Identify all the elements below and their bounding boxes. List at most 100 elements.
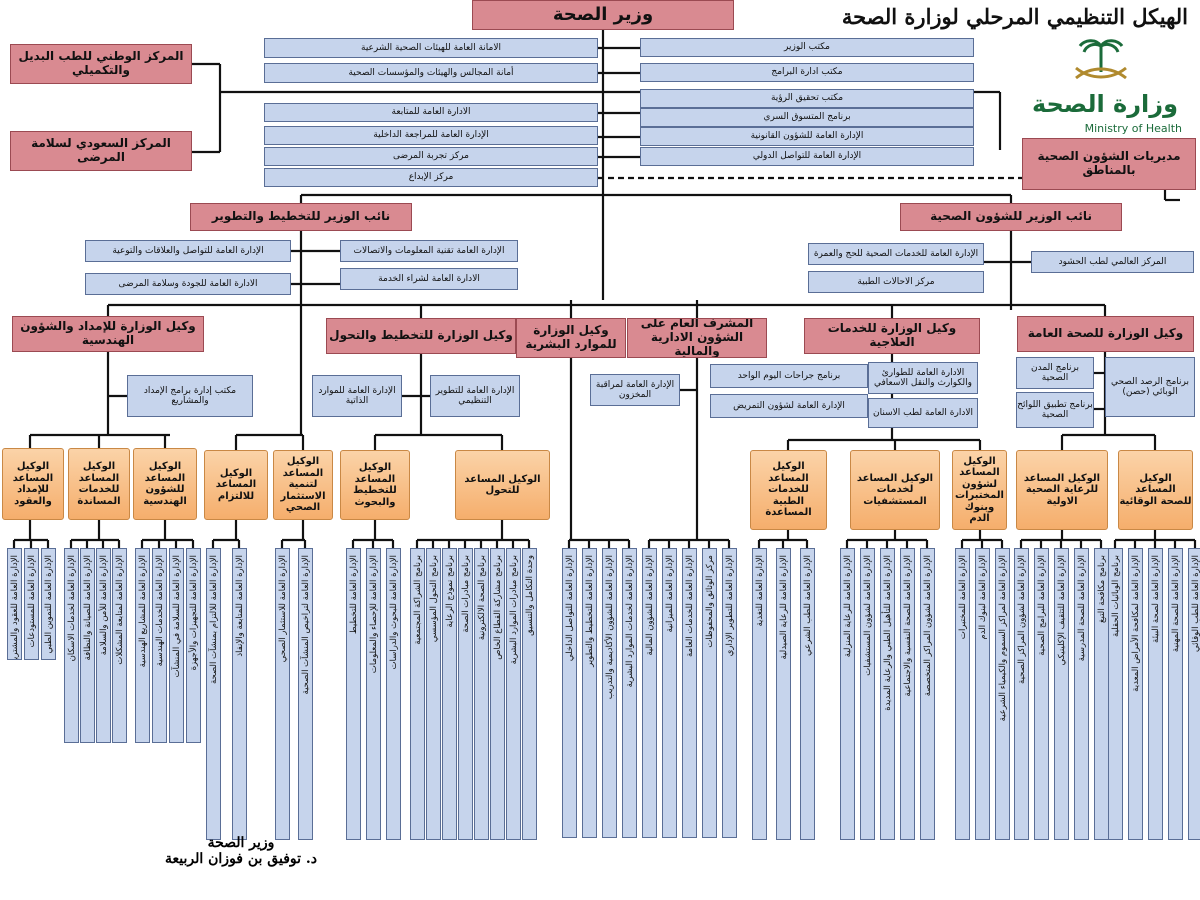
department-column: برنامج الصحة الالكترونية <box>474 548 489 840</box>
department-column: الإدارة العامة للعقود والمشتريات <box>7 548 22 660</box>
it-admin-box: الإدارة العامة تقنية المعلومات والاتصالا… <box>340 240 518 262</box>
department-column: الإدارة العامة للرعاية الصيدلية <box>776 548 791 840</box>
department-label: الإدارة العامة للرعاية الصيدلية <box>778 555 789 660</box>
department-label: الإدارة العامة لشؤون المراكز الصحية <box>1016 555 1027 684</box>
epidemic-monitoring-program-box: برنامج الرصد الصحي الوبائي (حصن) <box>1105 357 1195 417</box>
department-label: الإدارة العامة للشؤون المالية <box>644 555 655 656</box>
department-label: الإدارة العامة للاستثمار الصحي <box>277 555 288 663</box>
one-day-surgery-program-box: برنامج جراحات اليوم الواحد <box>710 364 868 388</box>
department-label: الإدارة العامة للأمن والسلامة <box>98 555 109 656</box>
self-resources-admin-box: الإدارة العامة للموارد الذاتية <box>312 375 402 417</box>
department-column: الإدارة العامة للخدمات الهندسية <box>152 548 167 743</box>
vice-hr-box: وكيل الوزارة للموارد البشرية <box>516 318 626 358</box>
upper-right-admin-box: مكتب الوزير <box>640 38 974 57</box>
department-column: الإدارة العامة للمستودعات <box>24 548 39 660</box>
department-column: الإدارة العامة للشؤون الأكاديمية والتدري… <box>602 548 617 838</box>
department-column: الإدارة العامة لشؤون المراكز المتخصصة <box>920 548 935 840</box>
palm-swords-emblem-icon <box>1075 39 1127 80</box>
vice-public-box: وكيل الوزارة للصحة العامة <box>1017 316 1194 352</box>
department-column: الإدارة العامة للتثقيف الإكلينيكي <box>1054 548 1069 840</box>
department-label: الإدارة العامة للصحة النفسية والاجتماعية <box>902 555 913 697</box>
department-column: الإدارة العامة لصحة البيئة <box>1148 548 1163 840</box>
department-label: الإدارة العامة للتموين الطبي <box>43 555 54 654</box>
department-label: الإدارة العامة للمختبرات <box>957 555 968 640</box>
deputy-planning-box: نائب الوزير للتخطيط والتطوير <box>190 203 412 231</box>
department-label: الإدارة العامة للرعاية المنزلية <box>842 555 853 658</box>
supply-programs-office-box: مكتب إدارة برامج الإمداد والمشاريع <box>127 375 253 417</box>
department-column: الإدارة العامة لمكافحة الأمراض المعدية <box>1128 548 1143 840</box>
upper-right-admin-box: برنامج المتسوق السري <box>640 108 974 127</box>
department-column: الإدارة العامة للتواصل الداخلي <box>562 548 577 838</box>
department-label: الإدارة العامة للمتابعة والإنفاذ <box>234 555 245 657</box>
upper-right-admin-box: الإدارة العامة للتواصل الدولي <box>640 147 974 166</box>
assistant-deputy-box: الوكيل المساعد لتنمية الاستثمار الصحي <box>273 450 333 520</box>
department-label: الإدارة العامة لمراكز السموم والكيمياء ا… <box>997 555 1008 722</box>
department-label: الإدارة العامة للتأهيل الطبي والرعاية ال… <box>882 555 893 711</box>
department-label: الإدارة العامة للصيانة والنظافة <box>82 555 93 661</box>
assistant-deputy-box: الوكيل المساعد لخدمات المستشفيات <box>850 450 940 530</box>
inventory-control-admin-box: الإدارة العامة لمراقبة المخزون <box>590 374 680 406</box>
department-label: الإدارة العامة للصحة المهنية <box>1170 555 1181 653</box>
hajj-services-admin-box: الإدارة العامة للخدمات الصحية للحج والعم… <box>808 243 984 265</box>
department-column: الإدارة العامة للخدمات العامة <box>682 548 697 838</box>
department-label: الإدارة العامة للسلامة في المنشآت <box>171 555 182 678</box>
signature-name: د. توفيق بن فوزان الربيعة <box>165 851 317 867</box>
department-label: الإدارة العامة للمشاريع الهندسية <box>137 555 148 668</box>
upper-left-admin-box: مركز تجربة المرضى <box>264 147 598 166</box>
assistant-deputy-box: الوكيل المساعد للالتزام <box>204 450 268 520</box>
department-label: برنامج الوبائيات الحقلية <box>1110 555 1121 637</box>
department-column: وحدة التكامل والتنسيق <box>522 548 537 840</box>
signature: وزير الصحة د. توفيق بن فوزان الربيعة <box>165 835 317 867</box>
department-label: الإدارة العامة لشؤون المراكز المتخصصة <box>922 555 933 697</box>
department-label: برنامج مشاركة القطاع الخاص <box>492 555 503 660</box>
ministry-logo: وزارة الصحة Ministry of Health <box>1011 38 1186 138</box>
department-column: الإدارة العامة للتخطيط <box>346 548 361 840</box>
department-column: الإدارة العامة للصيانة والنظافة <box>80 548 95 743</box>
department-label: الإدارة العامة لصحة البيئة <box>1150 555 1161 643</box>
chart-title: الهيكل التنظيمي المرحلي لوزارة الصحة <box>841 4 1188 29</box>
department-column: الإدارة العامة للتغذية <box>752 548 767 840</box>
department-label: الإدارة العامة للصحة المدرسية <box>1076 555 1087 662</box>
department-column: الإدارة العامة لخدمات الموارد البشرية <box>622 548 637 838</box>
department-label: الإدارة العامة للميزانية <box>664 555 675 633</box>
department-column: الإدارة العامة للبرامج الصحية <box>1034 548 1049 840</box>
upper-left-admin-box: الامانة العامة للهيئات الصحية الشرعية <box>264 38 598 58</box>
regional-directorates-box: مديريات الشؤون الصحية بالمناطق <box>1022 138 1196 190</box>
department-column: الإدارة العامة للأمن والسلامة <box>96 548 111 743</box>
assistant-deputy-box: الوكيل المساعد للتخطيط والبحوث <box>340 450 410 520</box>
department-label: الإدارة العامة لمكافحة الأمراض المعدية <box>1130 555 1141 692</box>
upper-left-admin-box: أمانة المجالس والهيئات والمؤسسات الصحية <box>264 63 598 83</box>
assistant-deputy-box: الوكيل المساعد للشؤون الهندسية <box>133 448 197 520</box>
department-column: الإدارة العامة للميزانية <box>662 548 677 838</box>
department-column: الإدارة العامة لمتابعة المشكلات <box>112 548 127 743</box>
assistant-deputy-box: الوكيل المساعد للإمداد والعقود <box>2 448 64 520</box>
signature-title: وزير الصحة <box>207 835 275 851</box>
department-column: الإدارة العامة للرعاية المنزلية <box>840 548 855 840</box>
department-label: الإدارة العامة للبحوث والدراسات <box>388 555 399 670</box>
department-column: برنامج التحول المؤسسي <box>426 548 441 840</box>
department-label: الإدارة العامة للالتزام بمنشآت الصحة <box>208 555 219 684</box>
vice-transformation-box: وكيل الوزارة للتخطيط والتحول <box>326 318 516 354</box>
department-column: برنامج مبادرات الموارد البشرية <box>506 548 521 840</box>
department-label: برنامج مكافحة التبغ <box>1096 555 1107 624</box>
assistant-deputy-box: الوكيل المساعد للخدمات المساندة <box>68 448 130 520</box>
department-column: الإدارة العامة للصحة النفسية والاجتماعية <box>900 548 915 840</box>
service-purchase-admin-box: الادارة العامة لشراء الخدمة <box>340 268 518 290</box>
department-column: الإدارة العامة للصحة المهنية <box>1168 548 1183 840</box>
department-label: الإدارة العامة للتواصل الداخلي <box>564 555 575 662</box>
upper-right-admin-box: مكتب تحقيق الرؤية <box>640 89 974 108</box>
department-label: الإدارة العامة للتغذية <box>754 555 765 627</box>
department-column: الإدارة العامة لشؤون المراكز الصحية <box>1014 548 1029 840</box>
department-label: الإدارة العامة للتجهيزات والأجهزة <box>188 555 199 671</box>
assistant-deputy-box: الوكيل المساعد للرعاية الصحية الاولية <box>1016 450 1108 530</box>
department-label: الإدارة العامة للتثقيف الإكلينيكي <box>1056 555 1067 666</box>
department-column: برنامج الوبائيات الحقلية <box>1108 548 1123 840</box>
department-label: وحدة التكامل والتنسيق <box>524 555 535 636</box>
department-column: الإدارة العامة لتراخيص المنشآت الصحية <box>298 548 313 840</box>
department-column: مركز الوثائق والمحفوظات <box>702 548 717 838</box>
vice-admin-box: المشرف العام على الشؤون الادارية والمالي… <box>627 318 767 358</box>
department-column: الإدارة العامة للصحة المدرسية <box>1074 548 1089 840</box>
department-label: الإدارة العامة لخدمات الموارد البشرية <box>624 555 635 688</box>
department-column: الإدارة العامة للإحصاء والمعلومات <box>366 548 381 840</box>
